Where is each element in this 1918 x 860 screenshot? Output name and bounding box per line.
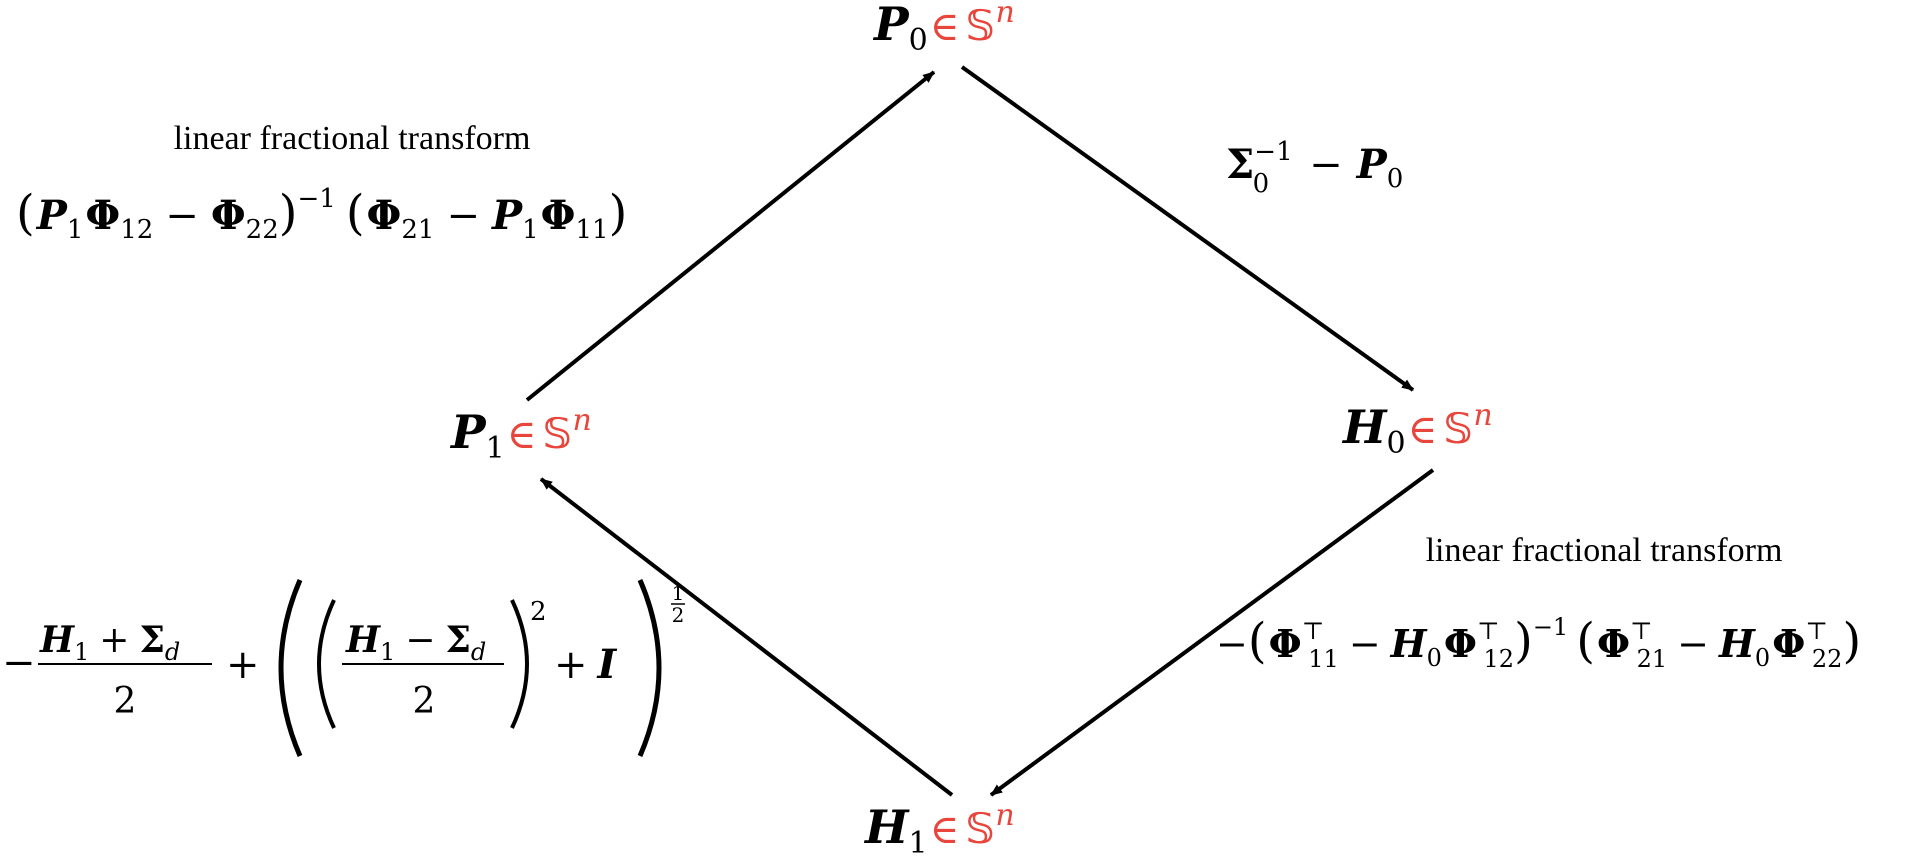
- node-h1-symbol: H: [863, 800, 910, 854]
- svg-text:P0∈𝕊n: P0∈𝕊n: [872, 0, 1015, 58]
- bl-inner-paren-left: [317, 599, 336, 729]
- node-p0: P0∈𝕊n: [872, 0, 1015, 58]
- edge-top-left-formula: (P1Φ12−Φ22)−1(Φ21−P1Φ11): [16, 184, 627, 245]
- node-p1-member: ∈: [507, 412, 537, 458]
- edge-bottom-right-formula: −(Φ⊤11−H0Φ⊤12)−1(Φ⊤21−H0Φ⊤22): [1216, 613, 1861, 673]
- bl-plus-identity: +I: [554, 641, 618, 688]
- arrow-h0-to-h1: [989, 468, 1435, 797]
- bl-frac1-numerator: H1+Σd: [39, 619, 180, 666]
- svg-text:P1∈𝕊n: P1∈𝕊n: [449, 403, 592, 466]
- node-p1-sub: 1: [486, 431, 505, 466]
- edge-bottom-right-caption: linear fractional transform: [1426, 532, 1783, 569]
- bl-half-numerator: 1: [672, 581, 685, 605]
- node-h0-member: ∈: [1408, 407, 1438, 453]
- edge-label-top-left: linear fractional transform (P1Φ12−Φ22)−…: [16, 120, 627, 245]
- bl-neg: −: [2, 640, 36, 686]
- bl-frac2-numerator: H1−Σd: [345, 619, 486, 666]
- node-h0-sup: n: [1473, 398, 1492, 433]
- arrow-p1-to-p0: [525, 70, 936, 402]
- node-p1-sup: n: [573, 403, 592, 438]
- node-p0-sup: n: [996, 0, 1015, 30]
- node-p1: P1∈𝕊n: [449, 403, 592, 466]
- node-p0-sub: 0: [909, 23, 928, 58]
- edge-label-bottom-left: − H1+Σd 2 + H1−Σd 2 2 +I 1 2: [2, 579, 685, 757]
- bl-inner-paren-right: [510, 599, 529, 729]
- node-h0-symbol: H: [1341, 400, 1388, 454]
- node-h0: H0∈𝕊n: [1341, 398, 1493, 461]
- svg-text:H1∈𝕊n: H1∈𝕊n: [863, 798, 1015, 860]
- arrow-p0-to-h0: [960, 65, 1415, 392]
- arrow-h1-to-p1: [539, 477, 954, 797]
- bl-frac1-denominator: 2: [114, 681, 137, 722]
- node-h1-member: ∈: [930, 807, 960, 853]
- node-h1: H1∈𝕊n: [863, 798, 1015, 860]
- svg-text:H0∈𝕊n: H0∈𝕊n: [1341, 398, 1493, 461]
- node-p0-set: 𝕊: [965, 1, 995, 50]
- node-p1-set: 𝕊: [542, 409, 572, 458]
- bl-half-denominator: 2: [672, 603, 685, 627]
- node-h0-sub: 0: [1386, 426, 1405, 461]
- node-h0-set: 𝕊: [1443, 404, 1473, 453]
- node-h1-sub: 1: [908, 826, 927, 860]
- node-p1-symbol: P: [449, 405, 487, 459]
- node-p0-symbol: P: [872, 0, 910, 51]
- bl-outer-paren-left: [278, 579, 303, 757]
- bl-plus: +: [226, 642, 260, 688]
- bl-outer-paren-right: [637, 579, 662, 757]
- edge-top-left-caption: linear fractional transform: [174, 120, 531, 157]
- bl-square-exponent: 2: [530, 597, 547, 627]
- bl-frac2-denominator: 2: [413, 681, 436, 722]
- node-h1-sup: n: [995, 798, 1014, 833]
- edge-label-bottom-right: linear fractional transform −(Φ⊤11−H0Φ⊤1…: [1216, 532, 1861, 673]
- node-p0-member: ∈: [930, 4, 960, 50]
- node-h1-set: 𝕊: [965, 804, 995, 853]
